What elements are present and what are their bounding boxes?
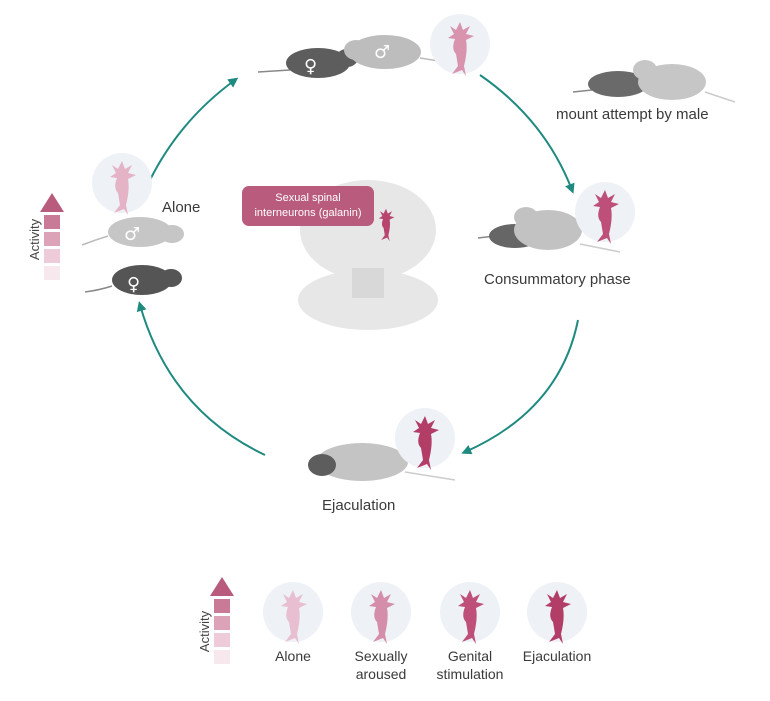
legend-caption-genital: Genital stimulation: [436, 648, 504, 682]
arrow-arousal-to-mount: [479, 74, 575, 194]
neuron-alone: [92, 153, 152, 215]
label-mount-attempt: mount attempt by male: [556, 106, 709, 123]
activity-scale-left: [40, 193, 64, 280]
female-symbol-top: ♀: [304, 56, 317, 77]
mouse-male-alone: [81, 217, 184, 247]
neuron-ejaculation: [395, 408, 455, 470]
spinal-interneuron-badge: Sexual spinal interneurons (galanin): [242, 186, 374, 226]
mouse-pair-consummatory: [477, 207, 621, 253]
arrow-consummatory-to-ejaculation: [461, 319, 579, 455]
neuron-consummatory: [575, 182, 635, 244]
mouse-female-alone: [84, 265, 182, 295]
badge-line1: Sexual spinal: [275, 192, 341, 204]
legend-caption-alone: Alone: [275, 648, 311, 664]
label-ejaculation: Ejaculation: [322, 497, 396, 514]
activity-label-left: Activity: [27, 218, 43, 261]
legend-neuron-genital: [440, 582, 500, 644]
female-symbol-alone: ♀: [127, 274, 140, 295]
badge-line2: interneurons (galanin): [254, 207, 362, 219]
label-alone: Alone: [162, 199, 201, 216]
mouse-pair-top: [257, 35, 446, 78]
mouse-pair-mount: [572, 60, 736, 103]
male-symbol-alone: ♂: [124, 224, 140, 245]
activity-scale-legend: [210, 577, 234, 664]
arrow-alone-to-arousal: [149, 77, 239, 181]
mouse-ejaculation: [308, 443, 456, 481]
activity-label-legend: Activity: [197, 610, 213, 653]
male-symbol-top: ♂: [374, 42, 390, 63]
legend-caption-aroused: Sexually aroused: [354, 648, 408, 682]
legend-neuron-aroused: [351, 582, 411, 644]
neuron-aroused: [430, 14, 490, 76]
legend-neuron-alone: [263, 582, 323, 644]
legend-neuron-ejaculation: [527, 582, 587, 644]
label-consummatory: Consummatory phase: [484, 271, 631, 288]
legend-caption-ejaculation: Ejaculation: [522, 648, 592, 664]
arrow-ejaculation-to-alone: [136, 301, 266, 456]
